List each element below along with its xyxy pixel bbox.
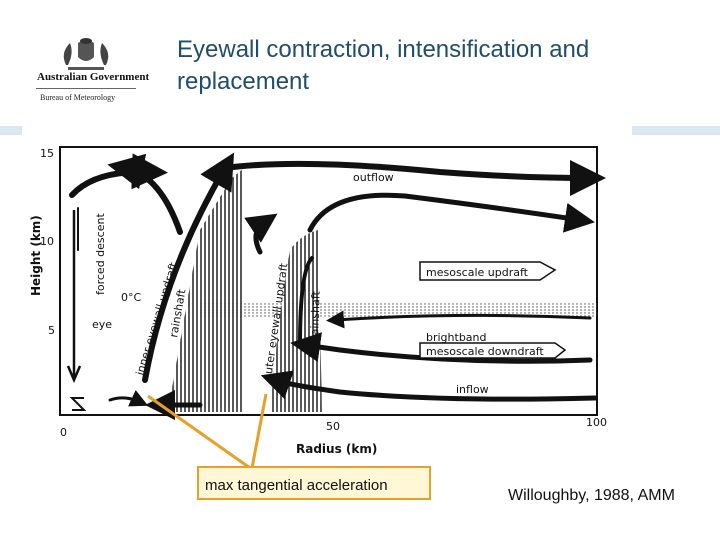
callout-pointer-inner	[147, 394, 251, 470]
x-tick-100: 100	[586, 416, 607, 429]
forced-descent-arrow	[66, 210, 82, 384]
eyewall-diagram: Height (km) 15 10 5 0 50 100 Radius (km)…	[29, 146, 607, 470]
inner-rainshaft-shading	[168, 168, 244, 412]
source-credit: Willoughby, 1988, AMM	[508, 487, 675, 504]
mesoscale-updraft-label: mesoscale updraft	[426, 266, 529, 279]
mesoscale-updraft-box	[419, 261, 557, 281]
outer-rainshaft-shading	[270, 230, 322, 412]
plot-frame	[59, 146, 598, 416]
eye-label: eye	[92, 318, 112, 331]
left-accent-band	[0, 126, 22, 135]
bom-logo: Australian Government Bureau of Meteorol…	[30, 35, 149, 110]
title-line-1: Eyewall contraction, intensification and	[177, 36, 590, 63]
outflow-label: outflow	[353, 171, 394, 184]
bureau-name: Bureau of Meteorology	[40, 93, 116, 102]
slide-title: Eyewall contraction, intensification and…	[177, 34, 697, 98]
title-line-2: replacement	[177, 68, 310, 95]
government-name: Australian Government	[37, 71, 150, 83]
callout-pointer-outer	[250, 393, 268, 469]
x-axis-label: Radius (km)	[296, 442, 377, 456]
y-tick-15: 15	[40, 147, 54, 160]
brightband-label: brightband	[426, 331, 487, 344]
zero-c-label: 0°C	[121, 291, 141, 304]
logo-divider	[36, 88, 136, 89]
flow-arrows	[69, 152, 606, 420]
eye-bottom-arrow	[69, 397, 87, 411]
mesoscale-downdraft-label: mesoscale downdraft	[426, 345, 544, 358]
x-tick-50: 50	[326, 420, 340, 433]
coat-of-arms-icon	[63, 38, 109, 70]
y-tick-5: 5	[48, 324, 55, 337]
x-tick-0: 0	[60, 426, 67, 439]
outer-rainshaft-label: rainshaft	[308, 290, 323, 340]
y-tick-10: 10	[40, 235, 54, 248]
max-tangential-acceleration-callout: max tangential acceleration	[197, 466, 431, 500]
forced-descent-label: forced descent	[94, 213, 107, 295]
inflow-label: inflow	[456, 383, 489, 396]
right-accent-band	[632, 126, 720, 135]
mesoscale-downdraft-box	[419, 342, 567, 359]
y-axis-label: Height (km)	[29, 215, 43, 296]
